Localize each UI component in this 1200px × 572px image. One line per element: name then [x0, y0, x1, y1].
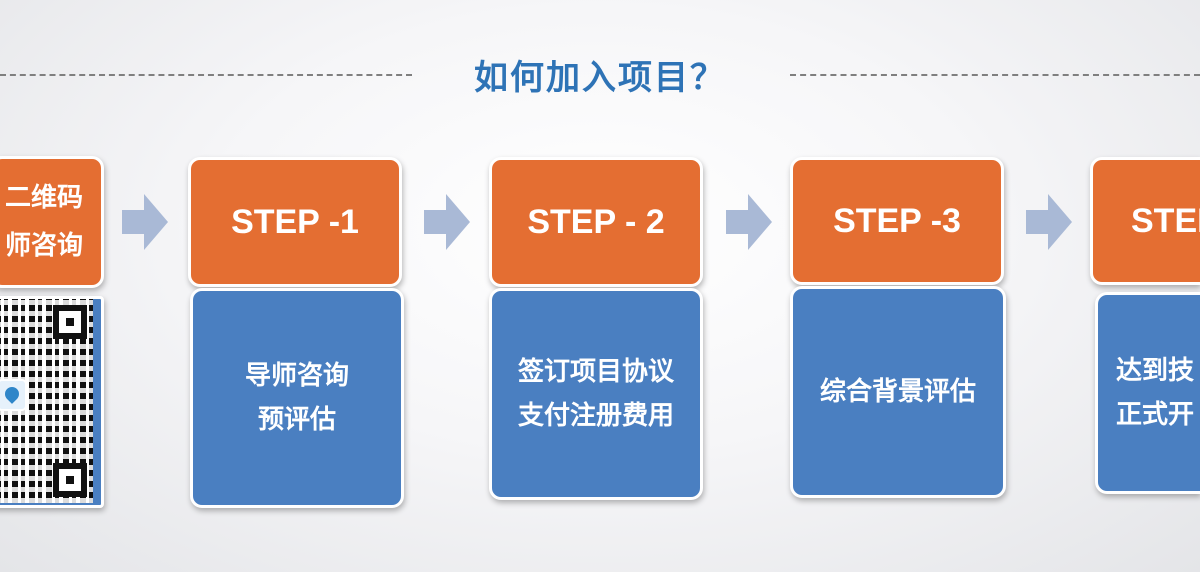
step-4-line2: 正式开: [1116, 400, 1195, 430]
scan-qr-line1: 二维码: [4, 183, 83, 213]
step-4-body: 达到技 正式开: [1095, 292, 1200, 494]
step-1-line1: 导师咨询: [244, 361, 349, 391]
scan-qr-line2: 师咨询: [4, 231, 83, 261]
step-4-line1: 达到技: [1116, 356, 1195, 386]
step-2-body: 签订项目协议 支付注册费用: [489, 288, 703, 500]
step-2-header: STEP - 2: [489, 157, 703, 287]
step-4-header: STEP: [1090, 157, 1200, 285]
step-3-body: 综合背景评估: [790, 286, 1006, 498]
qr-finder-icon: [53, 305, 87, 339]
arrow-right-icon: [424, 194, 470, 250]
water-drop-logo-icon: [0, 379, 27, 411]
step-1-line2: 预评估: [257, 405, 336, 435]
step-1-header: STEP -1: [188, 157, 402, 287]
title-divider-right: [790, 74, 1200, 76]
qr-code-icon: [0, 296, 104, 508]
step-1-body: 导师咨询 预评估: [190, 288, 404, 508]
scan-qr-box: 二维码 师咨询: [0, 156, 104, 288]
arrow-right-icon: [726, 194, 772, 250]
arrow-right-icon: [1026, 194, 1072, 250]
step-3-header: STEP -3: [790, 157, 1004, 285]
step-3-line1: 综合背景评估: [819, 377, 976, 407]
step-2-line1: 签订项目协议: [517, 357, 674, 387]
page-title: 如何加入项目？: [474, 58, 726, 98]
title-divider-left: [0, 74, 412, 76]
step-2-line2: 支付注册费用: [517, 401, 674, 431]
arrow-right-icon: [122, 194, 168, 250]
qr-finder-icon: [53, 463, 87, 497]
